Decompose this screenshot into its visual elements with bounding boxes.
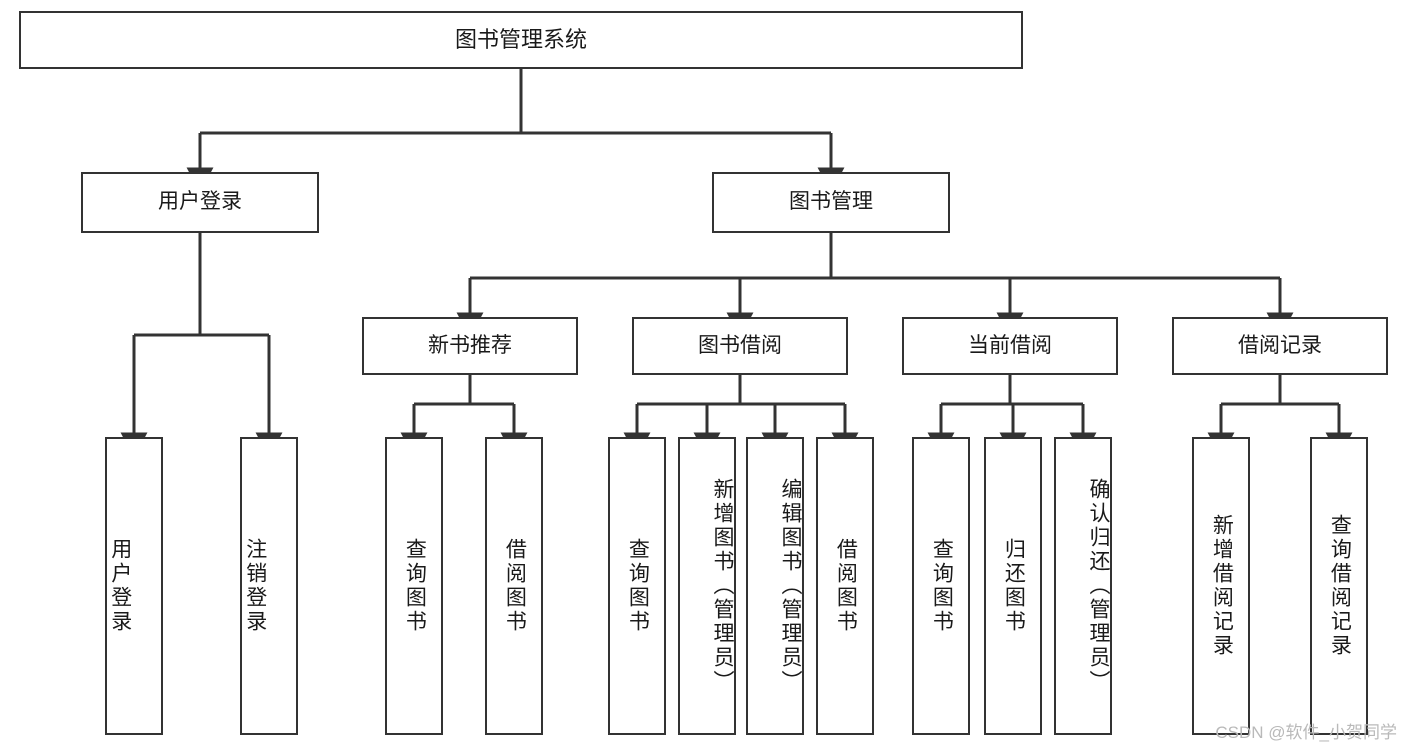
node-leaf-nb-query: 查询图书: [385, 437, 443, 735]
node-label: 新增图书（管理员）: [711, 478, 734, 694]
node-label: 查询图书: [626, 538, 650, 634]
node-label: 借阅记录: [1238, 333, 1322, 357]
node-label: 用户登录: [108, 538, 132, 634]
node-leaf-re-add: 新增借阅记录: [1192, 437, 1250, 735]
node-leaf-cu-query: 查询图书: [912, 437, 970, 735]
node-label: 注销登录: [243, 538, 267, 634]
node-login: 用户登录: [81, 172, 319, 233]
node-leaf-nb-borrow: 借阅图书: [485, 437, 543, 735]
node-label: 借阅图书: [503, 538, 527, 634]
node-leaf-bo-edit: 编辑图书（管理员）: [746, 437, 804, 735]
node-newbook: 新书推荐: [362, 317, 578, 375]
node-label: 新书推荐: [428, 333, 512, 357]
node-borrow: 图书借阅: [632, 317, 848, 375]
node-leaf-bo-add: 新增图书（管理员）: [678, 437, 736, 735]
node-leaf-re-query: 查询借阅记录: [1310, 437, 1368, 735]
node-leaf-cu-confirm: 确认归还（管理员）: [1054, 437, 1112, 735]
node-current: 当前借阅: [902, 317, 1118, 375]
node-leaf-cu-return: 归还图书: [984, 437, 1042, 735]
node-leaf-bo-borrow: 借阅图书: [816, 437, 874, 735]
node-label: 查询图书: [403, 538, 427, 634]
node-label: 当前借阅: [968, 333, 1052, 357]
node-label: 用户登录: [158, 190, 242, 214]
node-leaf-user-logout: 注销登录: [240, 437, 298, 735]
node-leaf-user-login: 用户登录: [105, 437, 163, 735]
node-label: 查询借阅记录: [1328, 514, 1352, 658]
node-leaf-bo-query: 查询图书: [608, 437, 666, 735]
node-label: 确认归还（管理员）: [1087, 478, 1110, 694]
node-label: 图书借阅: [698, 333, 782, 357]
node-root: 图书管理系统: [19, 11, 1023, 69]
node-label: 归还图书: [1002, 538, 1026, 634]
csdn-watermark: CSDN @软件_小贺同学: [1215, 723, 1397, 742]
node-label: 图书管理: [789, 190, 873, 214]
node-label: 查询图书: [930, 538, 954, 634]
node-label: 编辑图书（管理员）: [779, 478, 802, 694]
node-label: 借阅图书: [834, 538, 858, 634]
node-bookmgmt: 图书管理: [712, 172, 950, 233]
node-label: 图书管理系统: [454, 27, 587, 53]
node-records: 借阅记录: [1172, 317, 1388, 375]
node-label: 新增借阅记录: [1210, 514, 1234, 658]
